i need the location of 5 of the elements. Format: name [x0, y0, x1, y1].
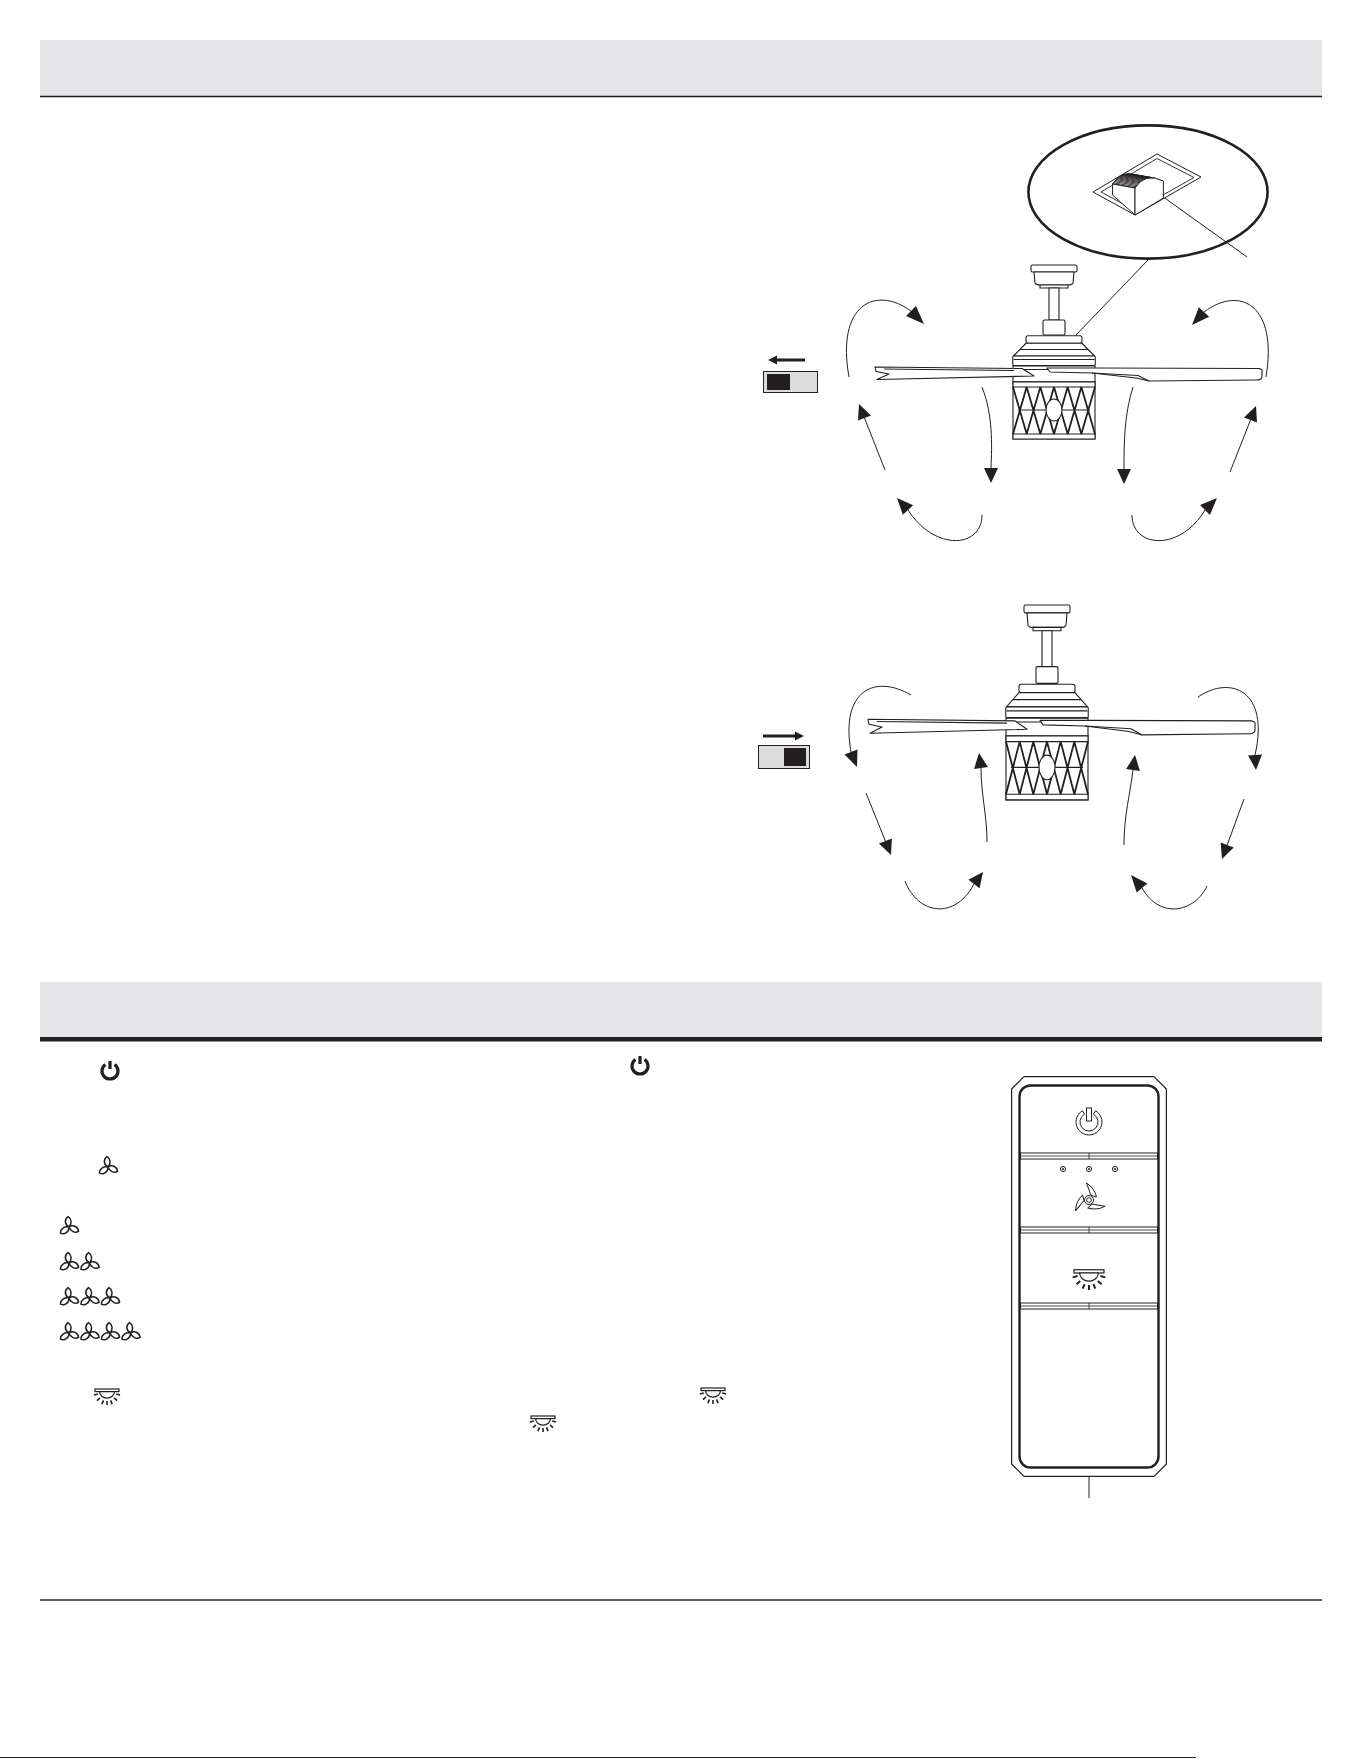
leader-line — [1088, 1476, 1090, 1499]
leader-line — [1163, 197, 1248, 258]
motor-housing — [1012, 335, 1096, 366]
leader-line — [1075, 259, 1149, 336]
detail-circle — [1027, 124, 1269, 260]
